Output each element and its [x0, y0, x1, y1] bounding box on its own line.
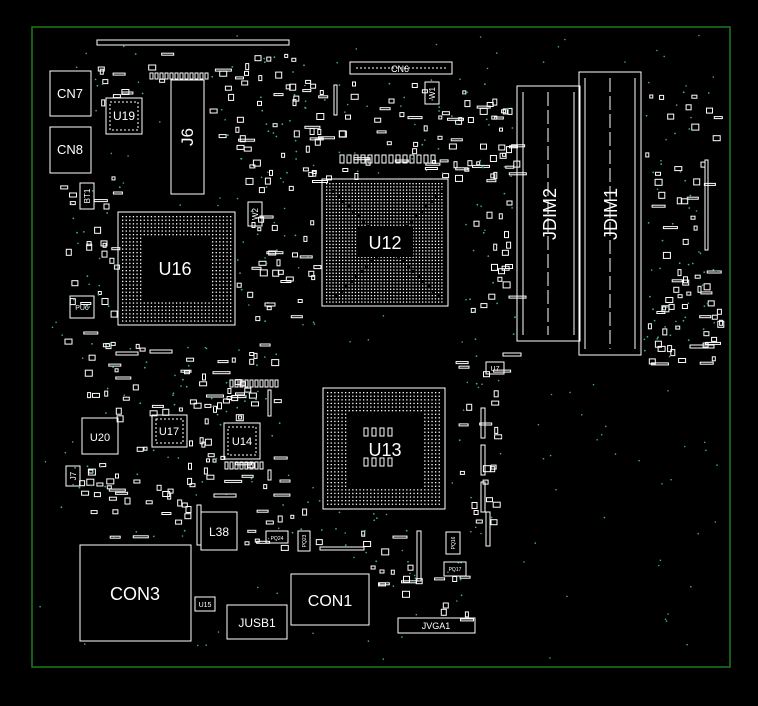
jvga1-connector[interactable]: JVGA1	[397, 617, 476, 634]
u13-bga-chip[interactable]: U13	[322, 387, 446, 510]
u13-label: U13	[368, 440, 401, 460]
u16-bga-chip[interactable]: U16	[117, 211, 236, 326]
j7-label: J7	[69, 471, 78, 480]
jdim2-slot[interactable]: JDIM2	[516, 85, 581, 342]
j7-connector[interactable]: J7	[65, 465, 81, 487]
bt1-battery[interactable]: BT1	[79, 182, 95, 210]
cn6-connector[interactable]: CN6	[349, 61, 453, 75]
j6-label: J6	[178, 128, 197, 146]
u14-chip[interactable]: U14	[223, 422, 261, 460]
cn6-label: CN6	[391, 64, 409, 74]
pq16-label: PQ16	[451, 536, 457, 549]
u17-chip[interactable]: U17	[151, 414, 188, 448]
pu6-chip[interactable]: PU6	[69, 295, 95, 319]
u19-chip[interactable]: U19	[105, 97, 143, 135]
u7-chip[interactable]: U7	[485, 361, 505, 375]
board-outline	[31, 26, 731, 668]
u20-label: U20	[90, 432, 110, 444]
pq24-mosfet[interactable]: PQ24	[265, 530, 289, 544]
u7-label: U7	[491, 366, 500, 373]
jdim1-slot[interactable]: JDIM1	[578, 71, 642, 356]
pq17-label: PQ17	[449, 567, 462, 573]
u13-ball-grid	[327, 392, 440, 505]
jvga1-label: JVGA1	[422, 621, 451, 631]
u15-chip[interactable]: U15	[194, 596, 216, 612]
con1-label: CON1	[308, 593, 353, 610]
misc-strips	[115, 84, 715, 582]
u13-center-pads	[363, 427, 393, 467]
pq16-mosfet[interactable]: PQ16	[445, 531, 461, 555]
jdim2-label: JDIM2	[540, 188, 560, 240]
u19-label: U19	[113, 109, 135, 123]
w1-label: W1	[428, 86, 437, 99]
u12-bga-chip[interactable]: U12	[321, 178, 449, 307]
con3-label: CON3	[110, 584, 160, 604]
pq24-label: PQ24	[271, 536, 284, 542]
con1-connector[interactable]: CON1	[290, 573, 370, 626]
cn7-connector[interactable]: CN7	[49, 70, 92, 117]
u12-ball-grid	[326, 183, 443, 303]
pq17-mosfet[interactable]: PQ17	[443, 561, 467, 577]
cn8-connector[interactable]: CN8	[49, 126, 92, 174]
u14-label: U14	[232, 436, 252, 448]
j6-connector[interactable]: J6	[170, 79, 205, 195]
u17-label: U17	[159, 426, 179, 438]
l38-label: L38	[209, 525, 229, 539]
bt1-label: BT1	[83, 188, 92, 203]
pq23-mosfet[interactable]: PQ23	[297, 530, 311, 552]
u16-ball-grid	[122, 216, 232, 322]
jdim1-label: JDIM1	[601, 188, 621, 240]
con3-connector[interactable]: CON3	[79, 544, 192, 642]
u16-label: U16	[158, 259, 191, 279]
u20-chip[interactable]: U20	[81, 417, 119, 455]
jusb1-connector[interactable]: JUSB1	[226, 604, 288, 640]
w2-component[interactable]: W2	[247, 201, 263, 227]
pu6-label: PU6	[75, 305, 89, 312]
u12-label: U12	[368, 233, 401, 253]
u15-label: U15	[199, 602, 212, 609]
cn7-label: CN7	[57, 86, 83, 101]
pq23-label: PQ23	[302, 534, 308, 547]
w1-component[interactable]: W1	[424, 81, 440, 105]
vias	[39, 34, 718, 660]
w2-label: W2	[251, 207, 260, 220]
jusb1-label: JUSB1	[238, 616, 276, 630]
cn8-label: CN8	[57, 142, 83, 157]
top-edge-connector	[96, 39, 290, 46]
small-components	[60, 52, 725, 622]
